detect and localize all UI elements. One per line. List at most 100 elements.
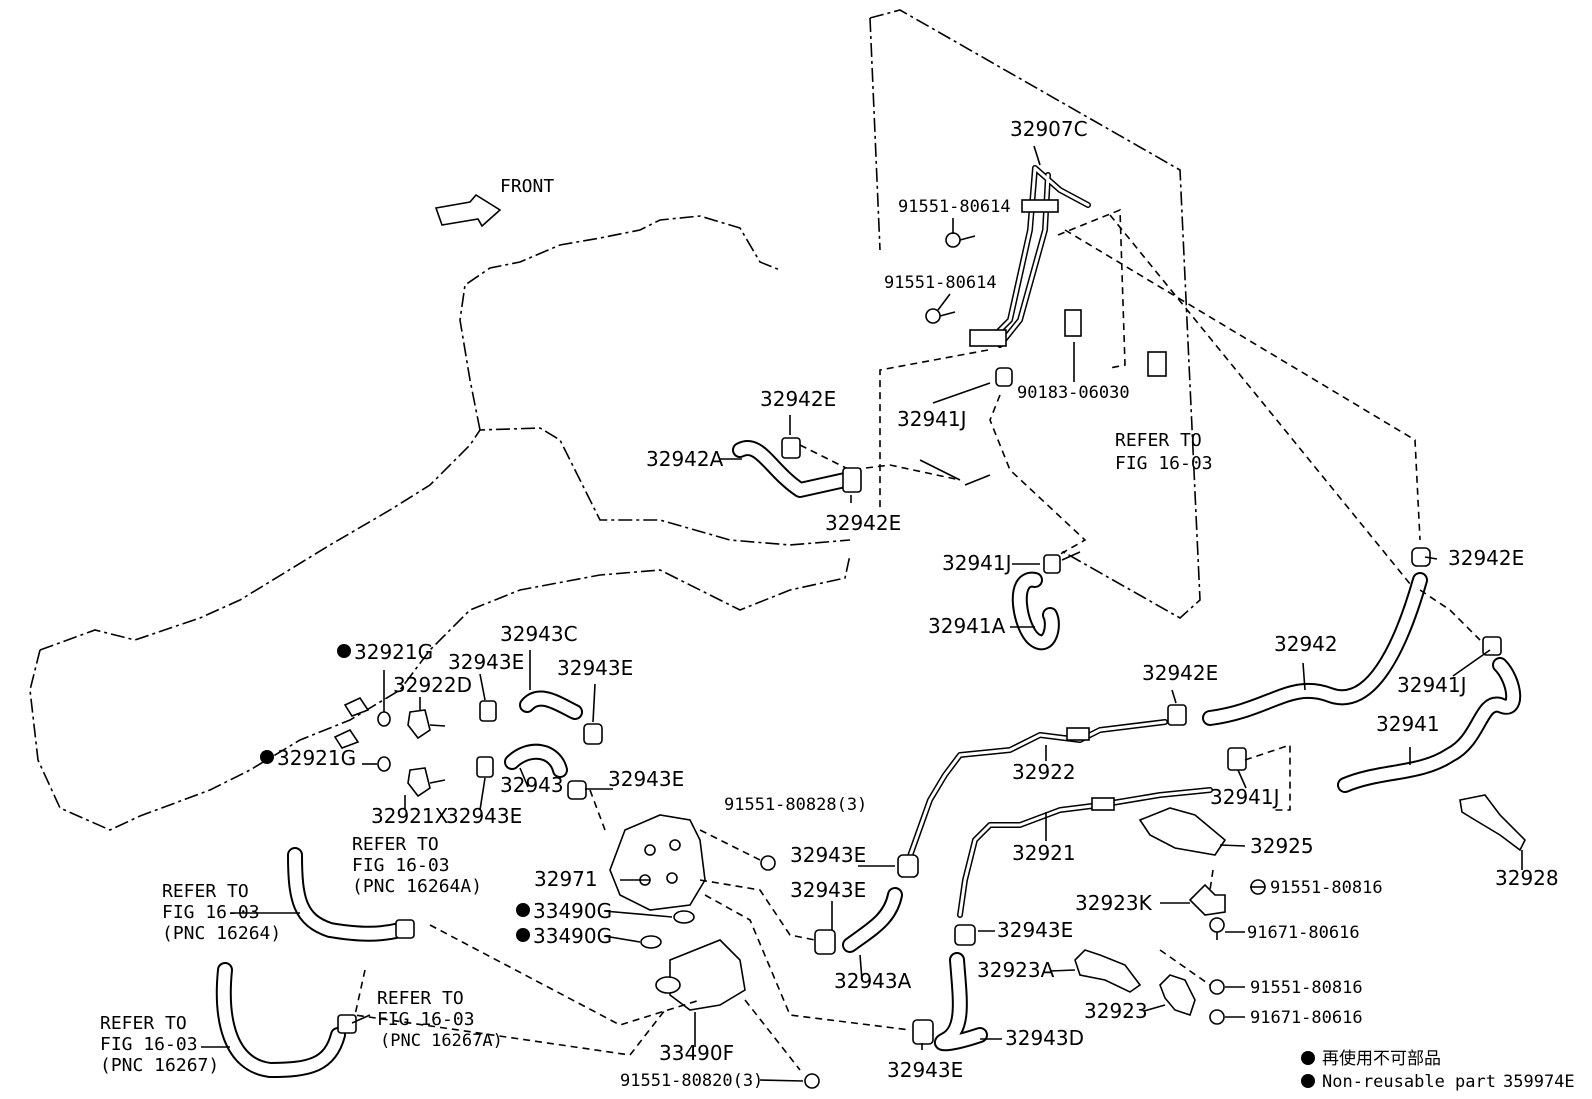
dash-right <box>1419 589 1481 641</box>
cooler-32971[interactable] <box>609 814 706 911</box>
bolt-91551-80828[interactable] <box>760 855 776 871</box>
legend-dot-en <box>1301 1074 1315 1088</box>
connector-32921X[interactable] <box>407 767 446 798</box>
pipe-end-left-a <box>343 696 370 717</box>
label-32941J-right: 32941J <box>1397 673 1467 697</box>
clamp-32943E-l2[interactable] <box>583 723 603 745</box>
ref-c-line3: (PNC 16267A) <box>380 1031 503 1051</box>
leader-lines <box>201 145 1523 1082</box>
label-32943D: 32943D <box>1005 1026 1084 1050</box>
hose-32943[interactable] <box>504 743 568 778</box>
ref-c-line1: REFER TO <box>377 988 464 1009</box>
clip-32941J-right[interactable] <box>1482 636 1502 656</box>
oring-33490G-a[interactable] <box>673 910 695 924</box>
label-32921X: 32921X <box>371 804 449 828</box>
label-91671-80616-a: 91671-80616 <box>1247 923 1360 943</box>
non-reusable-dot-33490G-a <box>516 903 530 917</box>
clamp-32943E-r2[interactable] <box>814 929 836 955</box>
label-91551-80614-a: 91551-80614 <box>898 197 1011 217</box>
ref-top-line2: FIG 16-03 <box>1115 453 1213 474</box>
label-32928: 32928 <box>1495 866 1559 890</box>
pipe-assembly-32907C[interactable] <box>969 165 1091 348</box>
label-91551-80828: 91551-80828(3) <box>724 795 867 815</box>
ref-b-line2: FIG 16-03 <box>162 902 260 923</box>
ref-d-line3: (PNC 16267) <box>100 1055 219 1076</box>
bracket-32925[interactable] <box>1138 807 1227 856</box>
bolt-91551-80820[interactable] <box>804 1073 820 1089</box>
pipe-32921[interactable] <box>957 787 1213 918</box>
hose-32941[interactable] <box>1337 657 1522 793</box>
ref-a-line2: FIG 16-03 <box>352 855 450 876</box>
hose-32941A[interactable] <box>1011 571 1060 651</box>
clamp-32942E-a[interactable] <box>781 437 801 459</box>
ref-d-line1: REFER TO <box>100 1013 187 1034</box>
label-32971: 32971 <box>534 867 598 891</box>
label-32942A: 32942A <box>646 447 724 471</box>
hose-32943D[interactable] <box>934 952 988 1052</box>
label-32941J-low: 32941J <box>1210 785 1280 809</box>
oring-33490G-b[interactable] <box>640 935 662 949</box>
cooler-dashes <box>354 789 911 1056</box>
oring-32921G-a[interactable] <box>377 711 391 727</box>
connector-32922D[interactable] <box>407 709 446 740</box>
front-label: FRONT <box>500 176 554 197</box>
label-91551-80820: 91551-80820(3) <box>620 1071 763 1091</box>
filter-33490F[interactable] <box>655 939 746 1011</box>
label-32943E-l3: 32943E <box>608 767 684 791</box>
label-32943A: 32943A <box>834 969 912 993</box>
label-32907C: 32907C <box>1010 117 1088 141</box>
label-91671-80616-b: 91671-80616 <box>1250 1008 1363 1028</box>
ref-a-line3: (PNC 16264A) <box>352 876 482 897</box>
label-32941: 32941 <box>1376 712 1440 736</box>
bracket-32923[interactable] <box>1159 974 1196 1017</box>
bracket-32923A[interactable] <box>1074 949 1142 993</box>
pipe-end-mid <box>919 459 991 486</box>
clamp-32943E-r1[interactable] <box>897 854 919 878</box>
label-32941J-mid: 32941J <box>942 551 1012 575</box>
clamp-90183-06030[interactable] <box>1064 309 1082 337</box>
ref-c-line2: FIG 16-03 <box>377 1009 475 1030</box>
label-32942E-mid: 32942E <box>1142 661 1218 685</box>
label-32922: 32922 <box>1012 760 1076 784</box>
clip-32941J-low[interactable] <box>1227 747 1247 771</box>
clamp-32942E-b[interactable] <box>842 467 862 493</box>
hose-32943C[interactable] <box>519 690 583 720</box>
label-33490G-b: 33490G <box>533 924 612 948</box>
hose-32942[interactable] <box>1202 572 1428 726</box>
hose-ref-16264 <box>287 847 408 942</box>
bolt-91551-80816-b[interactable] <box>1209 979 1225 995</box>
label-32921: 32921 <box>1012 841 1076 865</box>
label-32923: 32923 <box>1084 999 1148 1023</box>
legend-en: Non-reusable part <box>1322 1072 1496 1092</box>
clamp-32943E-bottom[interactable] <box>912 1019 934 1045</box>
pipe-32922[interactable] <box>902 719 1168 873</box>
label-91551-80816-a: 91551-80816 <box>1270 878 1383 898</box>
pipe-end-left-b <box>333 728 360 749</box>
clamp-32942E-right[interactable] <box>1411 547 1431 567</box>
clamp-32943E-l3[interactable] <box>567 780 587 800</box>
hose-32943A[interactable] <box>842 887 903 953</box>
bracket-32928[interactable] <box>1459 794 1526 852</box>
label-32943: 32943 <box>500 773 564 797</box>
clamp-ref-16267A <box>337 1014 357 1034</box>
legend-dot-jp <box>1301 1051 1315 1065</box>
clip-32941J-top[interactable] <box>995 367 1013 387</box>
bolt-91551-80614-b[interactable] <box>925 308 956 324</box>
label-32943E-l4: 32943E <box>446 804 522 828</box>
clip-32941J-mid[interactable] <box>1043 551 1081 574</box>
clamp-32943E-l1[interactable] <box>479 700 497 722</box>
clamp-32943E-r3[interactable] <box>954 924 976 946</box>
bolt-91671-80616-a[interactable] <box>1209 917 1225 940</box>
bolt-91551-80614-a[interactable] <box>945 232 976 248</box>
label-32921G-b: 32921G <box>277 746 356 770</box>
hose-32942A[interactable] <box>732 440 853 498</box>
clamp-32943E-l4[interactable] <box>476 756 494 778</box>
non-reusable-dot-32921G-a <box>337 644 351 658</box>
bolt-91671-80616-b[interactable] <box>1209 1009 1225 1025</box>
bracket-32923K[interactable] <box>1188 883 1226 916</box>
label-90183-06030: 90183-06030 <box>1017 383 1130 403</box>
oring-32921G-b[interactable] <box>377 756 391 772</box>
clamp-32942E-mid[interactable] <box>1167 704 1187 726</box>
bracket-refer[interactable] <box>1147 351 1167 377</box>
legend: 再使用不可部品 Non-reusable part 359974E <box>1301 1048 1575 1092</box>
